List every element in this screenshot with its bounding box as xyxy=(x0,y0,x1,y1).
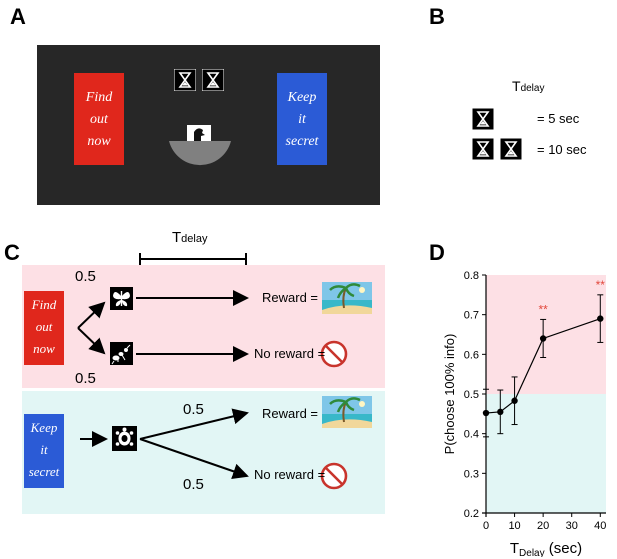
option-keep-it-secret: Keep it secret xyxy=(24,414,64,488)
beach-reward-icon xyxy=(322,282,372,314)
y-tick-label: 0.8 xyxy=(464,270,479,282)
x-tick-label: 20 xyxy=(537,520,549,532)
panel-letter-c: C xyxy=(4,240,20,265)
x-axis-label: TDelay (sec) xyxy=(510,540,582,557)
reward-label: Reward = xyxy=(262,290,318,305)
y-axis-label: P(choose 100% info) xyxy=(442,334,457,455)
t-label: T xyxy=(172,229,182,246)
keep-label-1: Keep xyxy=(287,90,317,105)
t-sub: delay xyxy=(520,83,545,94)
t-label: T xyxy=(512,78,521,94)
no-reward-icon xyxy=(320,340,348,368)
keep-label-3: secret xyxy=(28,464,60,479)
y-tick-label: 0.7 xyxy=(464,310,479,322)
prob-upper-right: 0.5 xyxy=(183,401,204,418)
keep-label-2: it xyxy=(298,112,306,127)
y-tick-label: 0.6 xyxy=(464,349,479,361)
info-preference-chart: 0.2 0.3 0.4 0.5 0.6 0.7 0.8 0 10 20 30 40 ** ** P(choo… xyxy=(442,270,606,557)
keep-label-1: Keep xyxy=(30,420,58,435)
no-reward-label: No reward = xyxy=(254,346,326,361)
keep-it-secret-button[interactable]: Keep it secret xyxy=(277,73,327,165)
five-sec-label: = 5 sec xyxy=(537,111,580,126)
butterfly-icon xyxy=(110,287,133,310)
reward-label: Reward = xyxy=(262,406,318,421)
ten-sec-label: = 10 sec xyxy=(537,142,587,157)
no-reward-label: No reward = xyxy=(254,467,326,482)
panel-letter-d: D xyxy=(429,240,445,265)
prob-upper: 0.5 xyxy=(75,268,96,285)
find-label-3: now xyxy=(87,134,111,149)
decision-tree xyxy=(22,253,385,514)
find-label-1: Find xyxy=(85,90,113,105)
hourglass-icon xyxy=(500,138,522,160)
y-tick-label: 0.3 xyxy=(464,468,479,480)
hourglass-icon xyxy=(472,108,494,130)
data-point xyxy=(539,335,547,342)
data-point xyxy=(497,408,504,416)
keep-label-2: it xyxy=(40,442,48,457)
ant-icon xyxy=(110,342,133,365)
x-tick-label: 40 xyxy=(594,520,606,532)
keep-label-3: secret xyxy=(285,134,319,149)
no-reward-icon xyxy=(320,462,348,490)
find-label-2: out xyxy=(90,112,108,127)
hourglass-icon xyxy=(202,69,224,91)
x-tick-label: 30 xyxy=(566,520,578,532)
data-point xyxy=(482,409,490,417)
data-point xyxy=(597,315,604,322)
beach-reward-icon xyxy=(322,396,372,428)
significance-marker: ** xyxy=(538,302,548,316)
upper-band xyxy=(486,275,606,394)
task-screen: Find out now Keep it secret xyxy=(37,45,380,205)
bowl-icon xyxy=(169,125,231,166)
lower-band xyxy=(486,394,606,513)
turtle-icon xyxy=(112,426,137,451)
panel-letter-b: B xyxy=(429,4,445,29)
data-point xyxy=(511,397,518,404)
find-label-1: Find xyxy=(31,297,57,312)
find-label-2: out xyxy=(35,319,53,334)
prob-lower-right: 0.5 xyxy=(183,476,204,493)
hourglass-icon xyxy=(472,138,494,160)
y-tick-label: 0.4 xyxy=(464,429,479,441)
x-tick-label: 0 xyxy=(483,520,489,532)
significance-marker: ** xyxy=(596,278,606,292)
find-out-now-button[interactable]: Find out now xyxy=(74,73,124,165)
prob-lower: 0.5 xyxy=(75,370,96,387)
y-tick-label: 0.2 xyxy=(464,508,479,520)
x-tick-label: 10 xyxy=(508,520,520,532)
t-delay-label-c: Tdelay xyxy=(172,229,207,246)
find-label-3: now xyxy=(33,341,55,356)
y-tick-label: 0.5 xyxy=(464,389,479,401)
t-sub: delay xyxy=(181,233,208,245)
option-find-out-now: Find out now xyxy=(24,291,64,365)
t-delay-label-b: Tdelay xyxy=(512,78,544,94)
panel-letter-a: A xyxy=(10,4,26,29)
hourglass-icon xyxy=(174,69,196,91)
